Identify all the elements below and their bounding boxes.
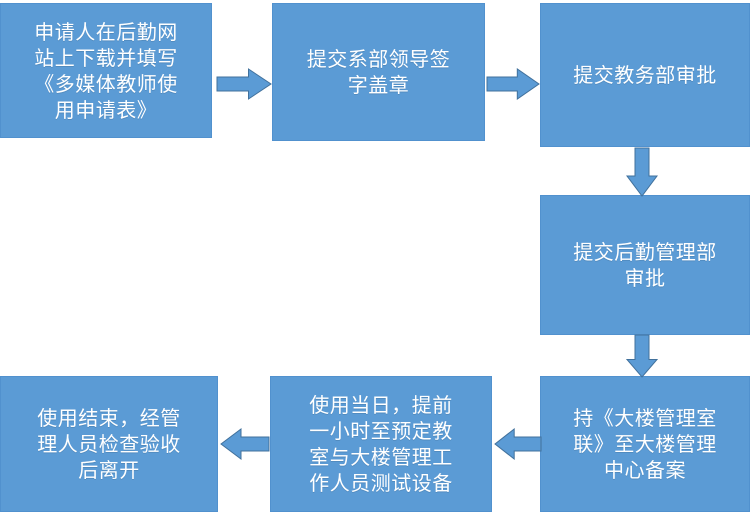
arrow-down-icon	[626, 147, 658, 197]
arrow-down-icon	[626, 334, 658, 378]
flow-node-label: 提交系部领导签 字盖章	[306, 47, 451, 97]
flow-node-department-leader-signature[interactable]: 提交系部领导签 字盖章	[272, 3, 485, 141]
flow-node-inspection-and-leave[interactable]: 使用结束，经管 理人员检查验收 后离开	[0, 376, 218, 512]
flow-node-label: 申请人在后勤网 站上下载并填写 《多媒体教师使 用申请表》	[34, 19, 178, 122]
flow-node-building-management-registration[interactable]: 持《大楼管理室 联》至大楼管理 中心备案	[540, 376, 750, 512]
flow-node-label: 使用结束，经管 理人员检查验收 后离开	[37, 406, 181, 482]
flow-node-logistics-management-approval[interactable]: 提交后勤管理部 审批	[540, 195, 750, 335]
flow-node-equipment-test-on-use-day[interactable]: 使用当日，提前 一小时至预定教 室与大楼管理工 作人员测试设备	[270, 376, 492, 512]
flow-node-label: 提交后勤管理部 审批	[573, 240, 717, 290]
flow-node-label: 提交教务部审批	[573, 63, 717, 87]
arrow-left-icon	[494, 428, 542, 460]
flow-node-label: 持《大楼管理室 联》至大楼管理 中心备案	[573, 406, 717, 482]
flow-node-application-download[interactable]: 申请人在后勤网 站上下载并填写 《多媒体教师使 用申请表》	[0, 3, 212, 138]
arrow-left-icon	[220, 428, 270, 460]
flow-node-label: 使用当日，提前 一小时至预定教 室与大楼管理工 作人员测试设备	[309, 393, 453, 495]
flow-node-academic-affairs-approval[interactable]: 提交教务部审批	[540, 3, 750, 147]
arrow-right-icon	[486, 68, 540, 100]
arrow-right-icon	[216, 68, 272, 100]
